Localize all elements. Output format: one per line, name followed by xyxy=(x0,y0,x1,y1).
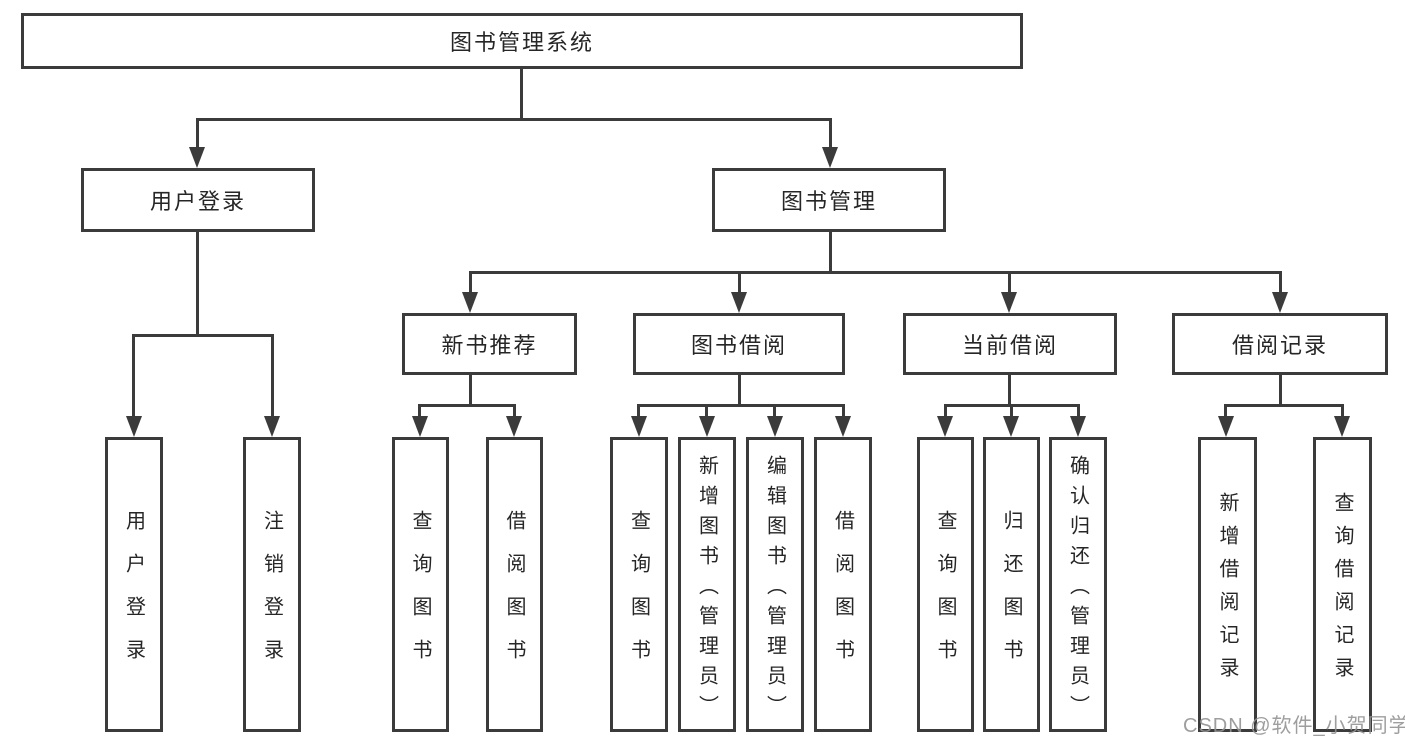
connector-line xyxy=(1008,375,1011,407)
node-label: 查询借阅记录 xyxy=(1331,492,1353,690)
leaf-borrow-books: 借阅图书 xyxy=(814,437,872,732)
connector-arrow xyxy=(767,416,783,437)
leaf-confirm-return-admin: 确认归还（管理员） xyxy=(1049,437,1107,732)
node-label: 查询图书 xyxy=(627,510,650,682)
node-label: 编辑图书（管理员） xyxy=(763,454,786,725)
connector-arrow xyxy=(937,416,953,437)
node-label: 新书推荐 xyxy=(441,333,538,358)
connector-line xyxy=(271,334,274,420)
connector-line xyxy=(842,404,845,420)
node-label: 确认归还（管理员） xyxy=(1066,454,1089,725)
connector-arrow xyxy=(126,416,142,437)
connector-line xyxy=(1077,404,1080,420)
connector-line xyxy=(196,118,832,121)
connector-line xyxy=(738,271,741,295)
connector-line xyxy=(513,404,516,420)
connector-line xyxy=(196,118,199,150)
connector-line xyxy=(829,118,832,150)
connector-line xyxy=(1279,271,1282,295)
leaf-query-borrow-record: 查询借阅记录 xyxy=(1313,437,1372,732)
connector-line xyxy=(469,375,472,407)
connector-line xyxy=(1279,375,1282,407)
connector-line xyxy=(469,271,472,295)
node-current-borrowing: 当前借阅 xyxy=(903,313,1117,375)
node-label: 查询图书 xyxy=(934,510,956,682)
node-label: 新增图书（管理员） xyxy=(695,454,718,725)
node-label: 归还图书 xyxy=(1000,510,1022,682)
node-label: 借阅图书 xyxy=(831,510,854,682)
node-label: 图书管理系统 xyxy=(449,30,594,55)
node-label: 查询图书 xyxy=(409,510,431,682)
connector-line xyxy=(1224,404,1344,407)
node-label: 借阅记录 xyxy=(1231,333,1328,358)
connector-arrow xyxy=(1003,416,1019,437)
connector-line xyxy=(1010,404,1013,420)
node-label: 当前借阅 xyxy=(961,333,1058,358)
connector-line xyxy=(829,232,832,274)
leaf-return-books: 归还图书 xyxy=(983,437,1040,732)
leaf-query-books-current: 查询图书 xyxy=(917,437,974,732)
leaf-query-books-recommend: 查询图书 xyxy=(392,437,449,732)
connector-line xyxy=(738,375,741,407)
node-library-management-system: 图书管理系统 xyxy=(21,13,1023,69)
leaf-borrow-books-recommend: 借阅图书 xyxy=(486,437,543,732)
leaf-edit-books-admin: 编辑图书（管理员） xyxy=(746,437,804,732)
connector-arrow xyxy=(1070,416,1086,437)
connector-line xyxy=(637,404,845,407)
node-label: 图书借阅 xyxy=(690,333,787,358)
node-label: 注销登录 xyxy=(260,510,283,682)
connector-arrow xyxy=(631,416,647,437)
connector-line xyxy=(1341,404,1344,420)
leaf-add-borrow-record: 新增借阅记录 xyxy=(1198,437,1257,732)
connector-arrow xyxy=(1334,416,1350,437)
connector-line xyxy=(944,404,947,420)
connector-line xyxy=(418,404,516,407)
connector-arrow xyxy=(1001,292,1017,313)
connector-line xyxy=(469,271,1282,274)
csdn-watermark: CSDN @软件_小贺同学 xyxy=(1183,715,1405,737)
connector-arrow xyxy=(506,416,522,437)
node-label: 图书管理 xyxy=(780,189,877,214)
connector-arrow xyxy=(835,416,851,437)
node-label: 新增借阅记录 xyxy=(1216,492,1238,690)
connector-arrow xyxy=(189,147,205,168)
connector-arrow xyxy=(1218,416,1234,437)
connector-line xyxy=(1008,271,1011,295)
connector-arrow xyxy=(264,416,280,437)
connector-line xyxy=(132,334,135,420)
node-borrowing-records: 借阅记录 xyxy=(1172,313,1388,375)
connector-line xyxy=(773,404,776,420)
connector-line xyxy=(637,404,640,420)
connector-line xyxy=(418,404,421,420)
leaf-add-books-admin: 新增图书（管理员） xyxy=(678,437,736,732)
connector-arrow xyxy=(699,416,715,437)
node-user-login: 用户登录 xyxy=(81,168,315,232)
connector-arrow xyxy=(1272,292,1288,313)
leaf-query-books-borrow: 查询图书 xyxy=(610,437,668,732)
connector-arrow xyxy=(462,292,478,313)
connector-arrow xyxy=(731,292,747,313)
node-new-book-recommendation: 新书推荐 xyxy=(402,313,577,375)
leaf-logout: 注销登录 xyxy=(243,437,301,732)
node-label: 用户登录 xyxy=(149,189,246,214)
connector-line xyxy=(132,334,274,337)
node-book-borrowing: 图书借阅 xyxy=(633,313,845,375)
node-label: 借阅图书 xyxy=(503,510,525,682)
connector-line xyxy=(1224,404,1227,420)
connector-arrow xyxy=(412,416,428,437)
connector-line xyxy=(520,69,523,120)
connector-line xyxy=(196,232,199,337)
node-book-management: 图书管理 xyxy=(712,168,946,232)
node-label: 用户登录 xyxy=(122,510,145,682)
connector-line xyxy=(705,404,708,420)
leaf-user-login: 用户登录 xyxy=(105,437,163,732)
connector-arrow xyxy=(822,147,838,168)
